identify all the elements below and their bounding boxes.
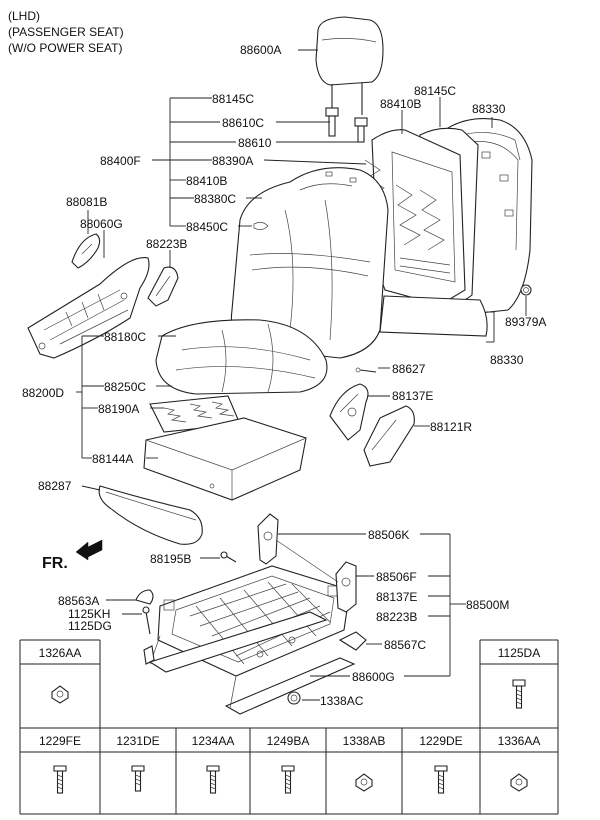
flange-nut-icon: [51, 685, 69, 704]
fastener-1326aa-label: 1326AA: [39, 646, 82, 660]
callout-1125dg: 1125DG: [68, 619, 112, 633]
knob-part: [71, 233, 101, 269]
callout-88060g: 88060G: [80, 217, 123, 231]
callout-88380c: 88380C: [194, 192, 236, 206]
callout-88610c: 88610C: [222, 116, 264, 130]
seat-track-part: [143, 565, 356, 715]
bolt-icon: [206, 765, 220, 794]
callout-88250c: 88250C: [104, 380, 146, 394]
fastener-1234aa-label: 1234AA: [192, 734, 235, 748]
bolt-icon: [512, 679, 526, 709]
callout-89379a: 89379A: [505, 315, 546, 329]
headrest-guide-part: [325, 107, 368, 143]
shield-small-part: [147, 266, 179, 307]
callout-88410b-mid: 88410B: [186, 174, 227, 188]
back-board-part: [379, 295, 488, 337]
seat-cushion-part: [155, 319, 328, 395]
trim-part: [98, 485, 203, 545]
callout-88195b: 88195B: [150, 552, 191, 566]
callout-88137e-bottom: 88137E: [376, 590, 417, 604]
lever-part: [338, 631, 367, 651]
callout-88330-top: 88330: [472, 102, 506, 116]
recliner-bracket-part: [329, 383, 369, 441]
callout-88200d: 88200D: [22, 386, 64, 400]
seat-pan-part: [143, 417, 307, 501]
callout-88563a: 88563A: [58, 594, 99, 608]
recliner-right-part: [335, 561, 357, 613]
bolt-icon: [131, 765, 145, 792]
recliner-left-part: [257, 513, 279, 565]
flange-nut-icon: [355, 773, 373, 792]
callout-88223b-bottom: 88223B: [376, 610, 417, 624]
callout-88400f: 88400F: [100, 154, 141, 168]
callout-88600a: 88600A: [240, 43, 281, 57]
side-cover-part: [27, 256, 150, 359]
header-passenger-seat: (PASSENGER SEAT): [8, 25, 124, 39]
callout-1338ac: 1338AC: [320, 694, 364, 708]
fastener-1229fe-label: 1229FE: [39, 734, 81, 748]
bolt-icon: [281, 765, 295, 794]
callout-88506f: 88506F: [376, 570, 417, 584]
fastener-table: [19, 639, 559, 815]
callout-88145c-top: 88145C: [414, 84, 456, 98]
callout-88223b-top: 88223B: [146, 237, 187, 251]
callout-88081b: 88081B: [66, 195, 107, 209]
front-arrow-icon: [75, 539, 103, 561]
bolt-small-part: [220, 551, 237, 563]
fastener-1336aa-label: 1336AA: [498, 734, 541, 748]
callout-88145c-group: 88145C: [212, 92, 254, 106]
callout-88567c: 88567C: [384, 638, 426, 652]
callout-88190a: 88190A: [98, 402, 139, 416]
fastener-1125da-label: 1125DA: [498, 646, 540, 660]
callout-88500m: 88500M: [466, 598, 509, 612]
fastener-1338ab-label: 1338AB: [343, 734, 386, 748]
callout-1125kh: 1125KH: [68, 607, 110, 621]
callout-88390a: 88390A: [212, 154, 253, 168]
header-no-power-seat: (W/O POWER SEAT): [8, 41, 122, 55]
cap-part: [135, 589, 154, 605]
flange-nut-icon: [510, 773, 528, 792]
bolt-icon: [434, 765, 448, 794]
callout-88610: 88610: [238, 136, 272, 150]
nut-right-part: [520, 284, 532, 296]
callout-88506k: 88506K: [368, 528, 409, 542]
seat-back-part: [230, 167, 389, 359]
wire-part: [355, 367, 377, 373]
callout-88180c: 88180C: [104, 330, 146, 344]
callout-88137e-top: 88137E: [392, 389, 433, 403]
callout-88121r: 88121R: [430, 420, 472, 434]
callout-88450c: 88450C: [186, 220, 228, 234]
callout-88330-bottom: 88330: [490, 353, 524, 367]
bolt-icon: [53, 765, 67, 794]
fastener-1231de-label: 1231DE: [116, 734, 159, 748]
fastener-1229de-label: 1229DE: [419, 734, 462, 748]
callout-88600g: 88600G: [352, 670, 395, 684]
cover-right-part: [363, 405, 415, 467]
flange-nut-icon: [287, 691, 301, 705]
callout-88287: 88287: [38, 479, 72, 493]
bolt-kh-part: [142, 606, 151, 635]
callout-88410b-top: 88410B: [380, 97, 421, 111]
fastener-1249ba-label: 1249BA: [267, 734, 310, 748]
headrest-part: [315, 16, 384, 115]
header-lhd: (LHD): [8, 9, 40, 23]
front-label: FR.: [42, 555, 68, 572]
callout-88627: 88627: [392, 362, 426, 376]
callout-88144a: 88144A: [92, 452, 133, 466]
